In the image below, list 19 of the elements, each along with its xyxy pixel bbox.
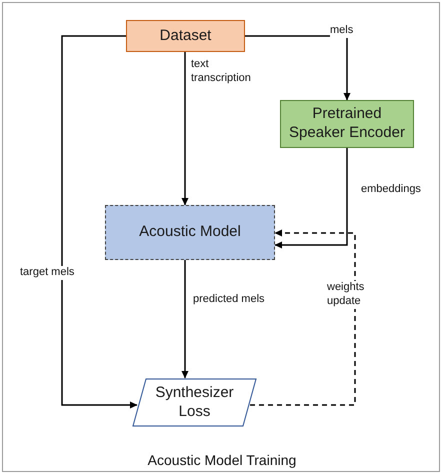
arrow [250, 230, 356, 406]
process-box [280, 100, 414, 148]
edge-label: target mels [20, 266, 74, 280]
arrow [182, 52, 188, 206]
arrow [182, 260, 188, 378]
parallelogram [132, 378, 257, 427]
node-label: Dataset [158, 26, 212, 46]
node-label: Synthesizer Loss [154, 384, 235, 422]
model-box [105, 205, 275, 260]
node-label: Pretrained Speaker Encoder [288, 105, 406, 143]
edge-label: embeddings [361, 183, 421, 197]
edge-label: predicted mels [193, 293, 265, 307]
edge-label: mels [330, 24, 354, 38]
arrow [274, 148, 348, 248]
arrow [61, 35, 138, 408]
caption: Acoustic Model Training [146, 452, 298, 468]
arrow [245, 35, 350, 100]
process-box [126, 20, 245, 52]
node-label: Acoustic Model [138, 223, 242, 242]
